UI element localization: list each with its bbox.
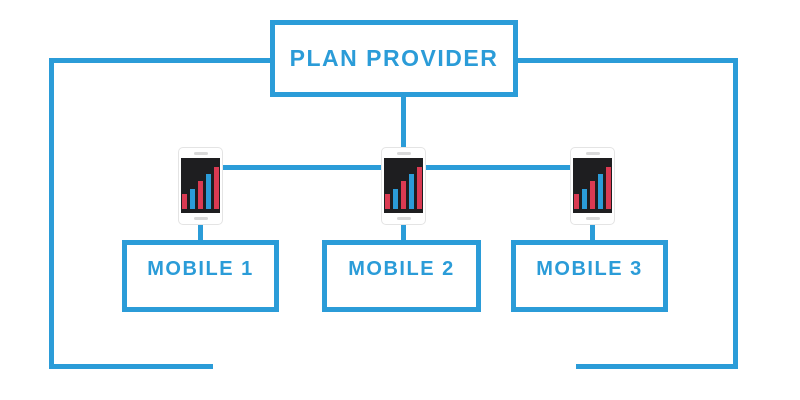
signal-bar-red xyxy=(590,181,595,209)
signal-bars-icon xyxy=(181,158,220,213)
plan-provider-label: PLAN PROVIDER xyxy=(289,45,499,71)
signal-bar-red xyxy=(574,194,579,209)
plan-provider-box: PLAN PROVIDER xyxy=(270,20,518,97)
phone-speaker xyxy=(193,152,208,155)
phone-home-bar xyxy=(585,217,600,220)
phone1-to-phone2-line xyxy=(223,165,381,170)
phone2-to-mobile2-line xyxy=(401,225,406,240)
signal-bar-red xyxy=(198,181,203,209)
phone1-to-mobile1-line xyxy=(198,225,203,240)
bracket-bottom-right-horizontal-line xyxy=(576,364,738,369)
provider-to-phone2-line xyxy=(401,97,406,148)
bracket-right-vertical-line xyxy=(733,58,738,369)
bracket-bottom-left-horizontal-line xyxy=(49,364,213,369)
signal-bars-icon xyxy=(573,158,612,213)
signal-bar-blue xyxy=(393,189,398,209)
bracket-left-vertical-line xyxy=(49,58,54,369)
mobile-2-box: MOBILE 2 xyxy=(322,240,481,312)
phone2-to-phone3-line xyxy=(426,165,570,170)
phone-2 xyxy=(381,147,426,225)
signal-bar-red xyxy=(214,167,219,209)
bracket-top-right-horizontal-line xyxy=(518,58,738,63)
phone3-to-mobile3-line xyxy=(590,225,595,240)
phone-speaker xyxy=(585,152,600,155)
signal-bar-red xyxy=(401,181,406,209)
phone-speaker xyxy=(396,152,411,155)
mobile-1-label: MOBILE 1 xyxy=(147,257,254,280)
phone-3 xyxy=(570,147,615,225)
bracket-top-left-horizontal-line xyxy=(49,58,270,63)
mobile-2-label: MOBILE 2 xyxy=(348,257,455,280)
signal-bar-blue xyxy=(206,174,211,209)
signal-bar-red xyxy=(182,194,187,209)
mobile-3-box: MOBILE 3 xyxy=(511,240,668,312)
phone-home-bar xyxy=(396,217,411,220)
signal-bar-red xyxy=(385,194,390,209)
signal-bar-blue xyxy=(190,189,195,209)
mobile-1-box: MOBILE 1 xyxy=(122,240,279,312)
signal-bar-blue xyxy=(598,174,603,209)
mobile-3-label: MOBILE 3 xyxy=(536,257,643,280)
signal-bar-red xyxy=(417,167,422,209)
signal-bar-blue xyxy=(582,189,587,209)
phone-1 xyxy=(178,147,223,225)
phone-home-bar xyxy=(193,217,208,220)
signal-bars-icon xyxy=(384,158,423,213)
signal-bar-blue xyxy=(409,174,414,209)
signal-bar-red xyxy=(606,167,611,209)
